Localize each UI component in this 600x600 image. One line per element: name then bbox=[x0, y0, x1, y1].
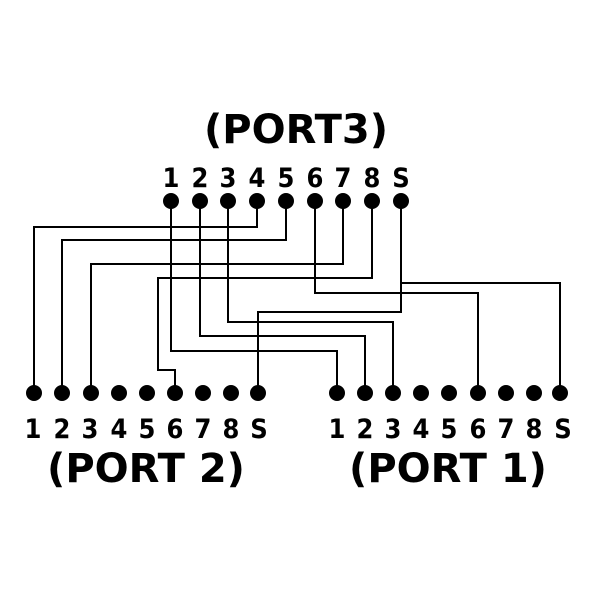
port1-pin-dot bbox=[441, 385, 457, 401]
port3-pin-label: 1 bbox=[163, 163, 180, 194]
port2-pin-label: 4 bbox=[111, 414, 128, 445]
port3-pin-label: 4 bbox=[249, 163, 266, 194]
port3-pin-labels: 1 2 3 4 5 6 7 8 S bbox=[163, 163, 410, 194]
port2-pin-dot bbox=[139, 385, 155, 401]
port2-title: (PORT 2) bbox=[47, 446, 245, 492]
wire-p3-5-to-p2-2 bbox=[61, 201, 287, 393]
port1-pin-labels: 1 2 3 4 5 6 7 8 S bbox=[329, 414, 572, 445]
port1-pin-label: 5 bbox=[441, 414, 458, 445]
port1-pin-dot bbox=[470, 385, 486, 401]
port1-pin-label: 4 bbox=[413, 414, 430, 445]
port3-pin-dot bbox=[220, 193, 236, 209]
port2-pin-label: 6 bbox=[167, 414, 184, 445]
port3-pin-label: 6 bbox=[307, 163, 324, 194]
port2-pin-dot bbox=[195, 385, 211, 401]
wire-p3-s-branch-p2-s bbox=[257, 283, 402, 393]
port2-pin-dot bbox=[223, 385, 239, 401]
port2-pin-dot bbox=[111, 385, 127, 401]
port3-pin-label: 7 bbox=[335, 163, 352, 194]
port1-pin-dot bbox=[413, 385, 429, 401]
port2-pin-label: 5 bbox=[139, 414, 156, 445]
port1-pin-dot bbox=[498, 385, 514, 401]
port2-pin-dot bbox=[250, 385, 266, 401]
wire-p3-6-to-p1-6 bbox=[314, 201, 479, 393]
port3-pin-dot bbox=[364, 193, 380, 209]
port2-pin-dot bbox=[26, 385, 42, 401]
port1-pin-dot bbox=[552, 385, 568, 401]
port1-title: (PORT 1) bbox=[349, 446, 547, 492]
port1-pin-label: S bbox=[554, 414, 572, 445]
port3-pin-dot bbox=[307, 193, 323, 209]
port3-pin-dot bbox=[249, 193, 265, 209]
wires bbox=[33, 201, 561, 393]
port3-pin-label: 5 bbox=[278, 163, 295, 194]
port2-pin-label: 8 bbox=[223, 414, 240, 445]
port2-pin-label: 7 bbox=[195, 414, 212, 445]
port3-title: (PORT3) bbox=[204, 107, 388, 153]
port2-pin-label: 3 bbox=[82, 414, 99, 445]
port2-pin-label: S bbox=[250, 414, 268, 445]
port1-pin-label: 8 bbox=[526, 414, 543, 445]
port3-pin-dot bbox=[278, 193, 294, 209]
port1-pin-label: 1 bbox=[329, 414, 346, 445]
wire-p3-3-to-p1-3 bbox=[227, 201, 394, 393]
port3-pin-label: 2 bbox=[192, 163, 209, 194]
port2-pin-label: 2 bbox=[54, 414, 71, 445]
port2-pin-dot bbox=[167, 385, 183, 401]
port2-pin-labels: 1 2 3 4 5 6 7 8 S bbox=[25, 414, 268, 445]
port2-pins bbox=[26, 385, 266, 401]
port1-pins bbox=[329, 385, 568, 401]
wire-p3-8-to-p2-6 bbox=[157, 201, 373, 393]
wire-p3-4-to-p2-1 bbox=[33, 201, 258, 393]
port2-pin-dot bbox=[54, 385, 70, 401]
wire-p3-1-to-p1-1 bbox=[170, 201, 338, 393]
port1-pin-label: 3 bbox=[385, 414, 402, 445]
wire-p3-2-to-p1-2 bbox=[199, 201, 366, 393]
port3-pin-dot bbox=[335, 193, 351, 209]
port3-pins bbox=[163, 193, 409, 209]
port3-pin-dot bbox=[163, 193, 179, 209]
port2-pin-dot bbox=[83, 385, 99, 401]
port2-pin-label: 1 bbox=[25, 414, 42, 445]
port1-pin-label: 6 bbox=[470, 414, 487, 445]
port1-pin-dot bbox=[526, 385, 542, 401]
port1-pin-dot bbox=[329, 385, 345, 401]
port3-pin-dot bbox=[192, 193, 208, 209]
wire-p3-7-to-p2-3 bbox=[90, 201, 344, 393]
port3-pin-label: S bbox=[392, 163, 410, 194]
wire-p3-s-branch-p1-s bbox=[400, 201, 561, 393]
port3-pin-label: 8 bbox=[364, 163, 381, 194]
port1-pin-label: 2 bbox=[357, 414, 374, 445]
port1-pin-dot bbox=[385, 385, 401, 401]
port3-pin-label: 3 bbox=[220, 163, 237, 194]
port1-pin-label: 7 bbox=[498, 414, 515, 445]
port3-pin-dot bbox=[393, 193, 409, 209]
port1-pin-dot bbox=[357, 385, 373, 401]
